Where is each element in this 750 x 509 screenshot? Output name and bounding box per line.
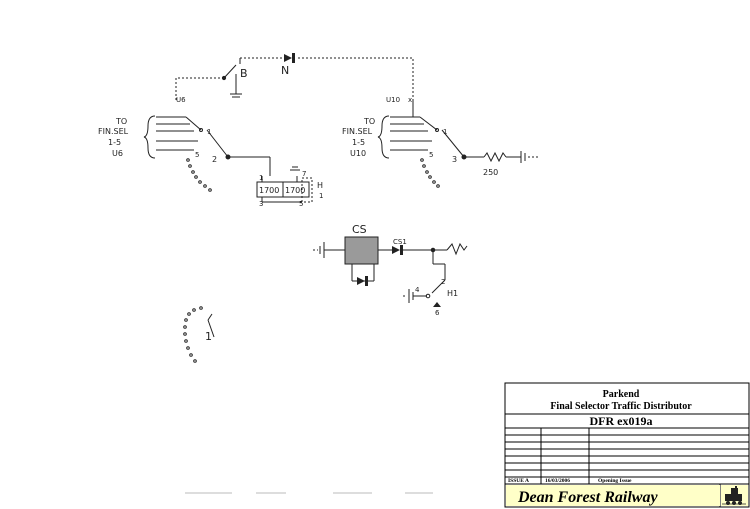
relay-pin-br: 5 xyxy=(299,200,303,208)
u6-header-label: U6 xyxy=(176,96,186,104)
left-selector-contact-5: 5 xyxy=(195,151,199,159)
right-selector-line-2: FIN.SEL xyxy=(342,127,373,136)
title-block-station: Parkend xyxy=(603,389,640,400)
relay-name-bot: 1 xyxy=(319,192,323,200)
u10-cross-mark: x xyxy=(408,96,412,104)
title-block-brand-band xyxy=(506,485,720,506)
h1-pin-2: 2 xyxy=(441,278,445,286)
h1-pin-6: 6 xyxy=(435,309,440,317)
bottom-switch-label: 1 xyxy=(205,330,212,343)
cs-feedback-diode-icon xyxy=(357,276,368,286)
left-selector-line-4: U6 xyxy=(112,149,123,158)
title-block-description: Final Selector Traffic Distributor xyxy=(550,401,692,412)
bottom-switch xyxy=(183,306,215,363)
relay-name-top: H xyxy=(317,181,323,190)
h1-label: H1 xyxy=(447,289,458,298)
resistor-value: 250 xyxy=(483,168,498,177)
relay-pin-tl: 1 xyxy=(259,174,263,182)
right-selector-line-1: TO xyxy=(363,117,375,126)
right-selector-line-3: 1-5 xyxy=(352,138,365,147)
top-feed xyxy=(175,57,414,100)
left-selector-line-2: FIN.SEL xyxy=(98,127,129,136)
title-block-date: 16/03/2006 xyxy=(545,478,570,484)
left-selector-line-3: 1-5 xyxy=(108,138,121,147)
right-selector-contact-1: 1 xyxy=(443,128,447,136)
right-selector-label: TO FIN.SEL 1-5 U10 xyxy=(342,117,375,158)
relay-pin-tr: 7 xyxy=(302,170,306,178)
right-selector-wiper: 3 xyxy=(452,155,457,164)
cs-block xyxy=(344,236,379,265)
diode-n-icon xyxy=(284,53,295,63)
h1-pin-4: 4 xyxy=(415,286,420,294)
cs-circuit xyxy=(313,236,468,303)
left-selector-line-1: TO xyxy=(115,117,127,126)
cs-label: CS xyxy=(352,223,367,236)
relay-coil-left-value: 1700 xyxy=(259,186,279,195)
right-selector-line-4: U10 xyxy=(350,149,366,158)
relay-h1 xyxy=(256,166,313,203)
left-selector-wiper: 2 xyxy=(212,155,217,164)
switch-b-label: B xyxy=(240,67,248,80)
diode-n-label: N xyxy=(281,64,289,77)
title-block xyxy=(504,382,750,508)
right-selector-contact-5: 5 xyxy=(429,151,433,159)
title-block-issue: ISSUE A xyxy=(508,478,529,484)
locomotive-logo-icon xyxy=(722,486,746,505)
title-block-remarks: Opening Issue xyxy=(598,478,632,484)
h1-pin-6-arrow-icon xyxy=(433,302,441,307)
title-block-drawing-number: DFR ex019a xyxy=(590,414,653,428)
title-block-company: Dean Forest Railway xyxy=(517,489,658,506)
right-selector-bank xyxy=(377,100,538,188)
relay-pin-bl: 3 xyxy=(259,200,263,208)
cs1-label: CS1 xyxy=(393,238,407,246)
cs1-diode-icon xyxy=(392,245,403,255)
left-selector-label: TO FIN.SEL 1-5 U6 xyxy=(98,117,129,158)
left-selector-bank xyxy=(143,115,271,192)
relay-coil-right-value: 1700 xyxy=(285,186,305,195)
u10-header-label: U10 xyxy=(386,96,400,104)
left-selector-contact-1: 1 xyxy=(207,128,211,136)
